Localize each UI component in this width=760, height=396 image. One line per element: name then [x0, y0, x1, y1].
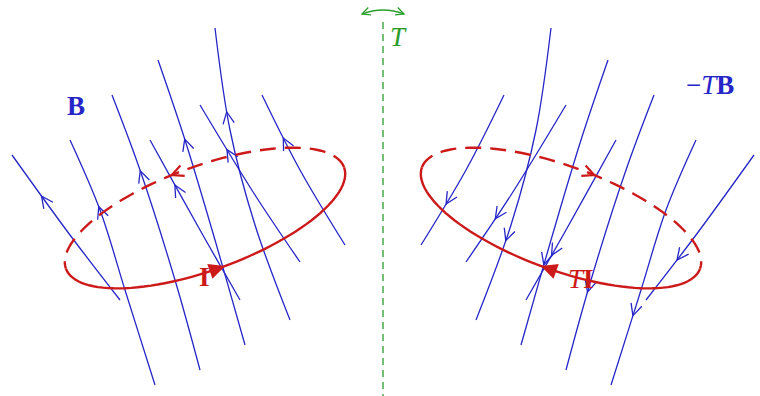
arrow-head [446, 191, 457, 204]
arrow-head [223, 112, 234, 124]
field-line [421, 95, 504, 245]
field-line [158, 60, 245, 345]
arrow-head [581, 165, 594, 175]
arrow-head [227, 150, 238, 163]
mirror-line [382, 22, 383, 396]
current-label: TI [568, 266, 594, 293]
field-line [566, 95, 654, 370]
loop-back [422, 148, 701, 269]
field-line [262, 95, 345, 245]
double-arrow [362, 10, 404, 14]
field-lines [12, 28, 345, 385]
arrow-head [172, 165, 185, 175]
arrow-head [209, 265, 223, 276]
field-line [526, 140, 616, 300]
current-label: I [199, 264, 210, 291]
arrow-head [283, 138, 293, 151]
field-line [521, 60, 608, 345]
field-line [646, 155, 754, 300]
arrow-head [504, 228, 515, 241]
current-loop [421, 148, 701, 289]
arrow-head [543, 265, 557, 276]
field-label: B [67, 93, 85, 120]
field-label: −TB [686, 72, 734, 99]
arrow-head [395, 8, 404, 15]
arrow-head [175, 185, 186, 198]
loop-back [65, 148, 344, 269]
field-lines [421, 28, 754, 385]
arrow-head [362, 8, 371, 15]
reversal-axis [362, 8, 404, 396]
arrow-head [42, 196, 53, 209]
arrow-head [552, 242, 563, 255]
arrow-head [183, 139, 194, 152]
arrow-head [495, 206, 506, 219]
operator-label: T [390, 24, 405, 51]
arrow-head [677, 247, 689, 260]
loop-front [421, 167, 700, 288]
field-line [12, 155, 120, 300]
arrow-head [631, 303, 642, 316]
double-arrow-guide [362, 10, 404, 14]
arrow-head [139, 171, 150, 184]
field-line [112, 95, 200, 370]
